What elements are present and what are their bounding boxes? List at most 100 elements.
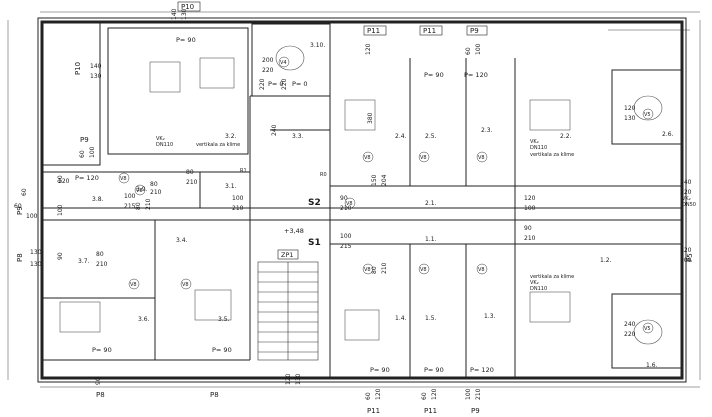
window-label: V8 bbox=[136, 188, 143, 194]
note: vertikala za klime bbox=[196, 142, 240, 148]
area-label: P= 0 bbox=[292, 80, 308, 88]
dim: 80 bbox=[135, 202, 142, 210]
sheet-tags: P10 P11 P11 P9 P8 P8 P11 P11 P9 P10 P9 P… bbox=[16, 1, 694, 415]
room-label: 2.2. bbox=[560, 133, 572, 140]
dim: 204 bbox=[381, 174, 388, 186]
dim: 210 bbox=[150, 189, 162, 196]
note: DN110 bbox=[156, 142, 173, 148]
dim: 215 bbox=[124, 203, 136, 210]
dim: 215 bbox=[340, 243, 352, 250]
note: DN50 bbox=[682, 202, 696, 208]
dim: 130 bbox=[90, 73, 102, 80]
window-label: V8 bbox=[130, 282, 137, 288]
dim: 210 bbox=[524, 235, 536, 242]
area-label: P= 90 bbox=[176, 36, 196, 44]
room-label: 1.2. bbox=[600, 257, 612, 264]
dim: 210 bbox=[340, 205, 352, 212]
tag-left-2: P9 bbox=[80, 136, 89, 144]
room-label: 1.4. bbox=[395, 315, 407, 322]
room-label: 3.10. bbox=[310, 42, 325, 49]
room-label: 1.6. bbox=[646, 362, 658, 369]
dim: 60 bbox=[465, 47, 472, 55]
dim: 80 bbox=[371, 266, 378, 274]
room-label: 1.3. bbox=[484, 313, 496, 320]
room-label: 1.5. bbox=[425, 315, 437, 322]
dim: 100 bbox=[465, 388, 472, 400]
dim: 120 bbox=[524, 195, 536, 202]
dim: 130 bbox=[181, 8, 188, 20]
window-label: V8 bbox=[478, 267, 485, 273]
dim: 80 bbox=[186, 169, 194, 176]
tag-left-3: P9 bbox=[16, 206, 24, 215]
dim: 100 bbox=[124, 193, 136, 200]
tag-left-4: P8 bbox=[16, 253, 24, 262]
area-label: P= 90 bbox=[424, 71, 444, 79]
window-label: V8 bbox=[364, 155, 371, 161]
room-labels: 3.10. 3.2. 3.3. 3.1. 3.9. 3.8. 3.4. 3.7.… bbox=[78, 42, 674, 369]
room-label: 3.7. bbox=[78, 258, 90, 265]
service-notes: VK₂ DN110 vertikala za klime VK₂ DN110 v… bbox=[156, 136, 696, 292]
zp-label: ZP1 bbox=[281, 251, 294, 259]
dim: 240 bbox=[271, 124, 278, 136]
note: vertikala za klime bbox=[530, 152, 574, 158]
note: VK₂ bbox=[530, 280, 539, 286]
room-label: 3.6. bbox=[138, 316, 150, 323]
tag-top-1: P10 bbox=[181, 3, 194, 11]
dim: 60 bbox=[21, 188, 28, 196]
tag-top-2: P11 bbox=[367, 27, 380, 35]
note: VK₂ bbox=[530, 139, 539, 145]
note: VK₂ bbox=[156, 136, 165, 142]
dim: 210 bbox=[232, 205, 244, 212]
window-labels: V4 V8 V8 V8 V8 V8 V8 V8 V8 V8 V8 V8 V5 V… bbox=[120, 60, 651, 332]
room-label: 3.4. bbox=[176, 237, 188, 244]
stair-s1: S1 bbox=[308, 238, 321, 248]
dim: 100 bbox=[680, 257, 692, 264]
exterior-walls bbox=[40, 20, 684, 380]
furniture bbox=[59, 45, 663, 345]
room-label: 3.3. bbox=[292, 133, 304, 140]
dim: 210 bbox=[96, 261, 108, 268]
dim: 120 bbox=[365, 43, 372, 55]
dim: 100 bbox=[57, 204, 64, 216]
stair-s2: S2 bbox=[308, 198, 321, 208]
dim: 130 bbox=[295, 373, 302, 385]
note: VK₂ bbox=[682, 196, 691, 202]
dim: 150 bbox=[371, 174, 378, 186]
window-label: V5 bbox=[644, 112, 651, 118]
dim: 240 bbox=[624, 321, 636, 328]
tag-bottom-1: P8 bbox=[96, 391, 105, 399]
tag-left-1: P10 bbox=[74, 62, 82, 75]
hydrant-label: R0 bbox=[320, 172, 327, 178]
area-label: P= 0 bbox=[268, 80, 284, 88]
room-label: 2.6. bbox=[662, 131, 674, 138]
room-label: 1.1. bbox=[425, 236, 437, 243]
room-label: 3.9. bbox=[136, 186, 148, 193]
area-label: P= 120 bbox=[464, 71, 488, 79]
room-label: 3.5. bbox=[218, 316, 230, 323]
dim: 120 bbox=[375, 388, 382, 400]
wall-outline bbox=[37, 17, 687, 383]
dim: 220 bbox=[281, 78, 288, 90]
window-label: V8 bbox=[364, 267, 371, 273]
room-label: 2.5. bbox=[425, 133, 437, 140]
tag-right-1: P5 bbox=[686, 253, 694, 262]
dim: 210 bbox=[381, 262, 388, 274]
dimension-lines bbox=[7, 11, 701, 388]
hydrant-marks: R1 R0 bbox=[240, 168, 327, 178]
room-label: 2.4. bbox=[395, 133, 407, 140]
dim: 90 bbox=[340, 195, 348, 202]
dim: 140 bbox=[90, 63, 102, 70]
dim: 130 bbox=[30, 249, 42, 256]
dim: 200 bbox=[262, 57, 274, 64]
dim: 90 bbox=[57, 252, 64, 260]
stair-markers: S2 S1 +3,48 ZP1 bbox=[277, 198, 321, 260]
dim: 90 bbox=[524, 225, 532, 232]
dim: 100 bbox=[340, 233, 352, 240]
dim: 100 bbox=[475, 43, 482, 55]
dim: 120 bbox=[624, 105, 636, 112]
dim: 60 bbox=[14, 203, 22, 210]
dim: 100 bbox=[89, 146, 96, 158]
dim: 380 bbox=[367, 112, 374, 124]
window-label: V8 bbox=[420, 267, 427, 273]
